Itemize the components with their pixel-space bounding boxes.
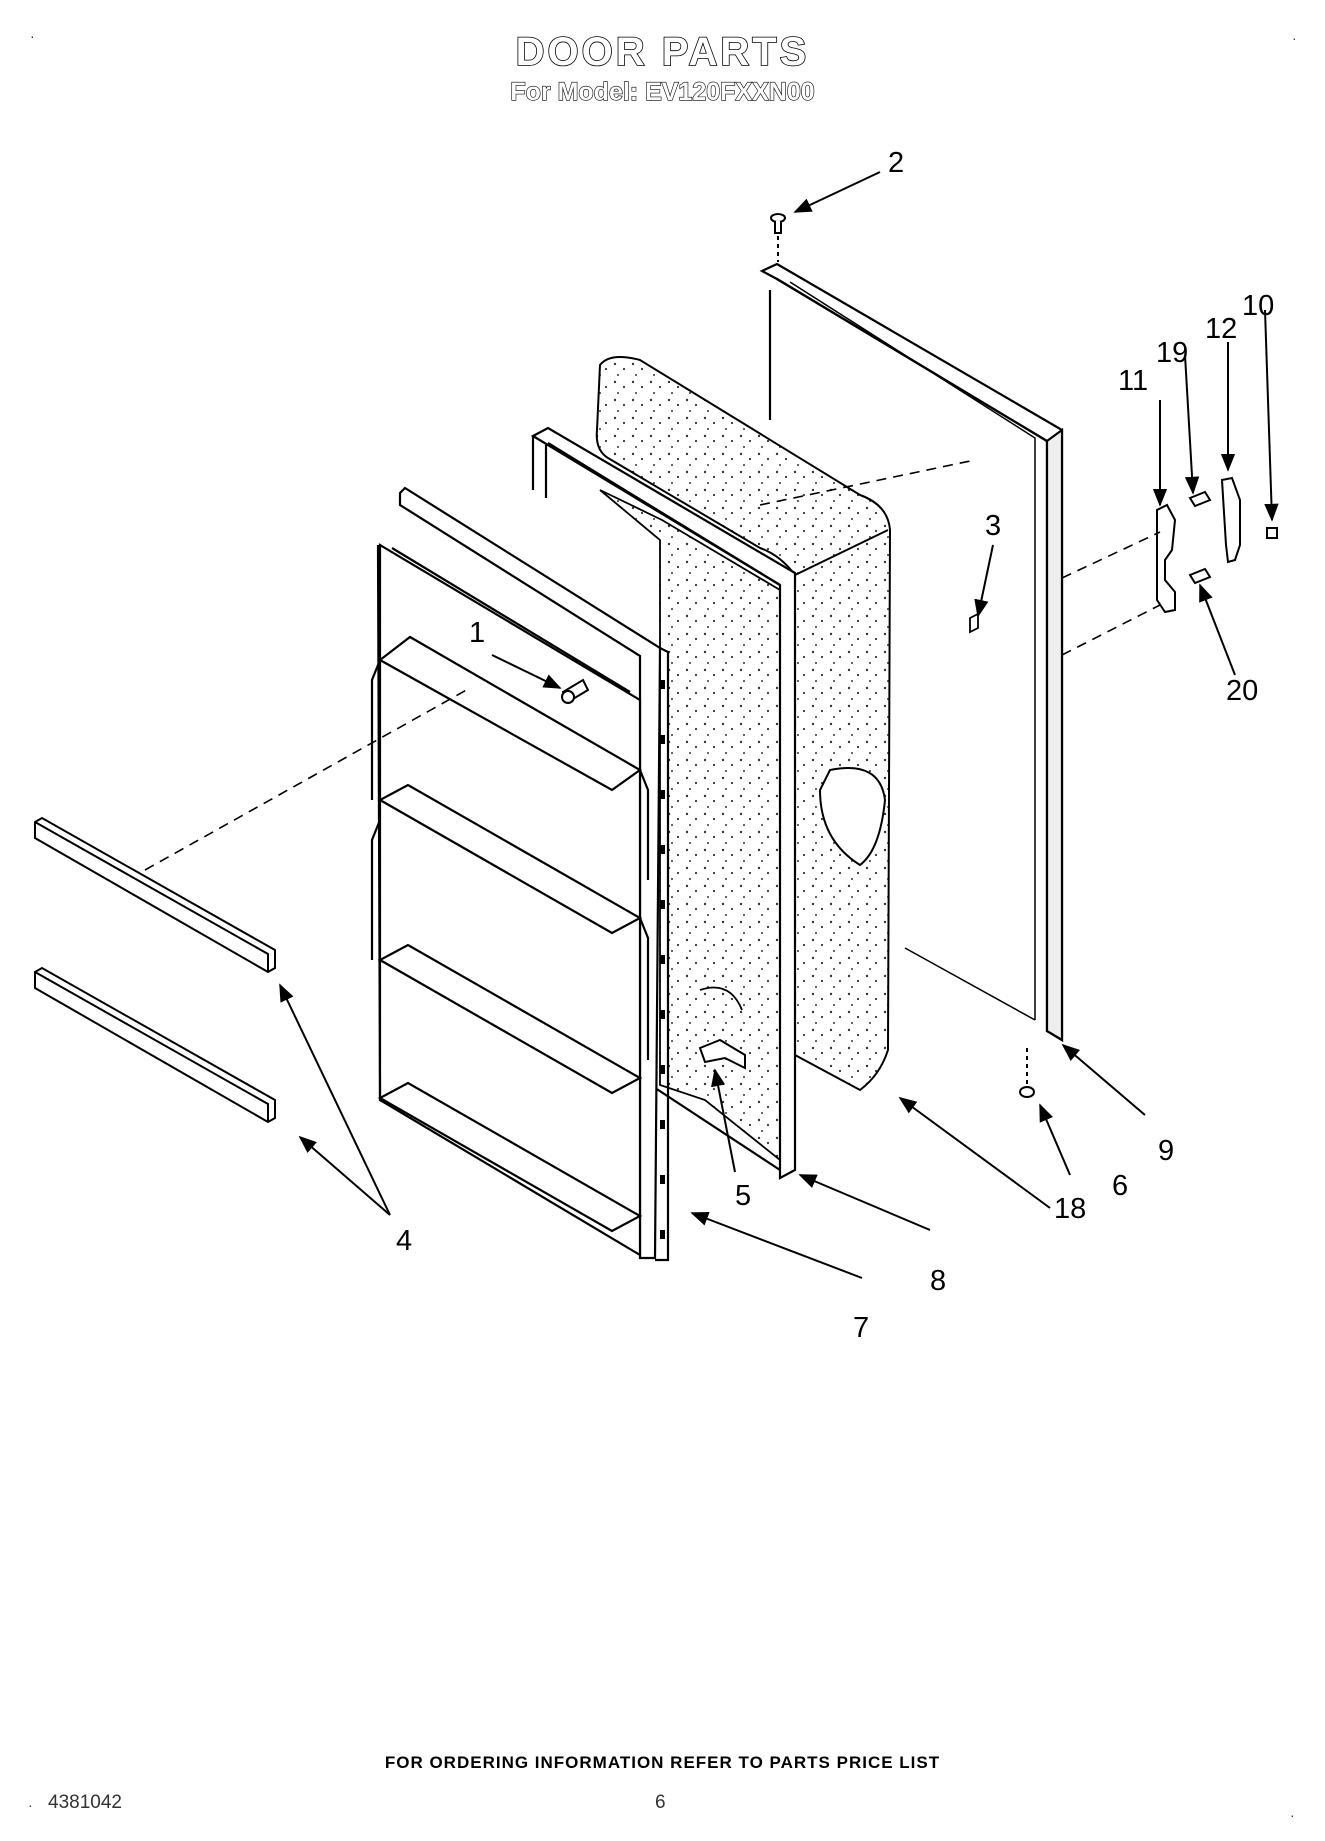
callout-4: 4 <box>396 1225 412 1257</box>
callout-11: 11 <box>1118 365 1148 397</box>
corner-mark-top-right: · <box>1292 30 1297 46</box>
alignment-lines <box>144 459 1161 871</box>
callout-3: 3 <box>985 510 1001 542</box>
door-stop-5 <box>698 1038 746 1070</box>
model-subtitle: For Model: EV120FXXN00 <box>510 77 815 106</box>
callout-8: 8 <box>930 1265 946 1297</box>
callout-10: 10 <box>1242 290 1274 322</box>
callout-9: 9 <box>1158 1135 1174 1167</box>
screw-1 <box>561 678 590 704</box>
top-screw-2 <box>770 213 786 262</box>
callout-6: 6 <box>1112 1170 1128 1202</box>
liner-slot-row <box>660 680 665 1239</box>
page-title: DOOR PARTS <box>515 29 810 75</box>
callout-2: 2 <box>888 147 904 179</box>
plug-3 <box>969 612 979 634</box>
corner-mark-bottom-right: · <box>1290 1807 1295 1823</box>
inner-foam-face <box>599 489 781 1162</box>
document-number: 4381042 <box>48 1792 122 1813</box>
callout-19: 19 <box>1156 337 1188 369</box>
callout-18: 18 <box>1054 1193 1086 1225</box>
callout-1: 1 <box>469 617 485 649</box>
door-gasket-8 <box>530 426 797 1180</box>
foam-insulation-18 <box>595 355 892 1092</box>
callout-5: 5 <box>735 1180 751 1212</box>
shelf-trim-bars-4 <box>34 816 276 1124</box>
callout-7: 7 <box>853 1312 869 1344</box>
corner-mark-top-left: · <box>30 28 35 44</box>
corner-mark-bottom-left: · <box>28 1797 33 1813</box>
leader-arrows <box>279 171 1279 1279</box>
hinge-assembly <box>1156 476 1278 614</box>
callout-20: 20 <box>1226 675 1258 707</box>
door-liner-7 <box>370 486 670 1262</box>
page-number: 6 <box>655 1792 666 1813</box>
ordering-info-note: FOR ORDERING INFORMATION REFER TO PARTS … <box>384 1753 941 1772</box>
nut-6 <box>1019 1048 1035 1098</box>
outer-door-panel <box>759 262 1064 1042</box>
callout-12: 12 <box>1205 313 1237 345</box>
